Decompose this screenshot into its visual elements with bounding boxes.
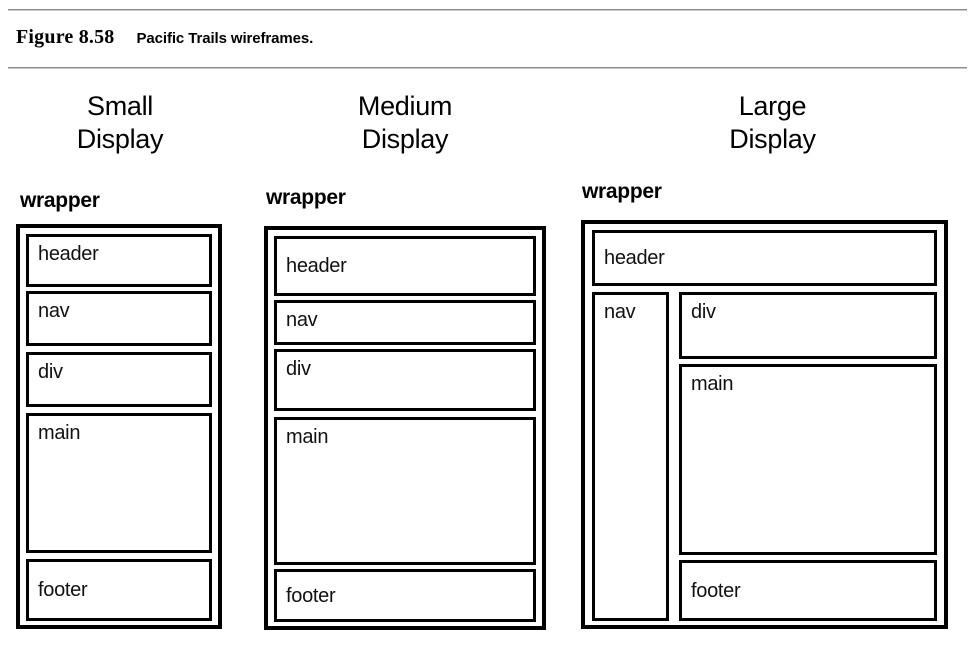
wireframe-box-footer: footer xyxy=(274,569,536,622)
wireframe-box-div: div xyxy=(26,352,212,407)
figure-caption: Figure 8.58 Pacific Trails wireframes. xyxy=(16,26,313,49)
wrapper-label-large: wrapper xyxy=(582,180,662,203)
column-title-line1: Small xyxy=(86,91,153,121)
wireframe-column-large: Large Display wrapper header nav div mai… xyxy=(570,90,975,648)
wireframe-wrapper-large: header nav div main footer xyxy=(581,220,948,629)
figure-number: Figure 8.58 xyxy=(16,26,115,48)
box-label-nav: nav xyxy=(604,301,636,323)
figure-caption-text: Pacific Trails wireframes. xyxy=(136,30,314,47)
wireframe-box-main: main xyxy=(679,364,937,555)
box-label-header: header xyxy=(38,243,99,265)
box-label-div: div xyxy=(691,301,716,323)
wireframe-box-nav: nav xyxy=(274,300,536,345)
column-title-line1: Large xyxy=(738,91,807,121)
box-label-div: div xyxy=(286,358,311,380)
wrapper-label-small: wrapper xyxy=(20,189,100,212)
wireframe-box-main: main xyxy=(26,413,212,553)
box-label-main: main xyxy=(38,422,81,444)
column-title-small: Small Display xyxy=(0,90,240,156)
wireframe-box-div: div xyxy=(274,349,536,411)
wireframe-box-main: main xyxy=(274,417,536,565)
wireframe-column-medium: Medium Display wrapper header nav div ma… xyxy=(250,90,560,648)
column-title-line2: Display xyxy=(361,124,449,154)
wireframe-box-div: div xyxy=(679,292,937,359)
wireframe-box-header: header xyxy=(592,230,937,286)
box-label-footer: footer xyxy=(691,579,741,602)
column-title-line1: Medium xyxy=(357,91,453,121)
box-label-header: header xyxy=(604,247,665,269)
wireframe-wrapper-small: header nav div main footer xyxy=(16,224,222,629)
wireframe-box-header: header xyxy=(274,236,536,296)
wireframe-box-nav: nav xyxy=(592,292,669,621)
box-label-div: div xyxy=(38,361,63,383)
box-label-footer: footer xyxy=(286,584,336,607)
box-label-footer: footer xyxy=(38,579,88,601)
wireframe-box-footer: footer xyxy=(679,560,937,621)
box-label-nav: nav xyxy=(38,300,70,322)
box-label-nav: nav xyxy=(286,309,318,331)
wireframe-column-small: Small Display wrapper header nav div mai… xyxy=(0,90,240,648)
box-label-main: main xyxy=(286,426,329,448)
caption-divider-top xyxy=(8,9,967,11)
column-title-line2: Display xyxy=(76,124,164,154)
column-title-large: Large Display xyxy=(570,90,975,156)
wireframe-box-footer: footer xyxy=(26,559,212,621)
box-label-main: main xyxy=(691,373,734,395)
caption-divider-bottom xyxy=(8,67,967,69)
box-label-header: header xyxy=(286,255,347,277)
wireframe-wrapper-medium: header nav div main footer xyxy=(264,226,546,630)
wireframe-box-header: header xyxy=(26,234,212,287)
wrapper-label-medium: wrapper xyxy=(266,186,346,209)
wireframe-box-nav: nav xyxy=(26,291,212,346)
column-title-line2: Display xyxy=(729,124,816,154)
column-title-medium: Medium Display xyxy=(250,90,560,156)
